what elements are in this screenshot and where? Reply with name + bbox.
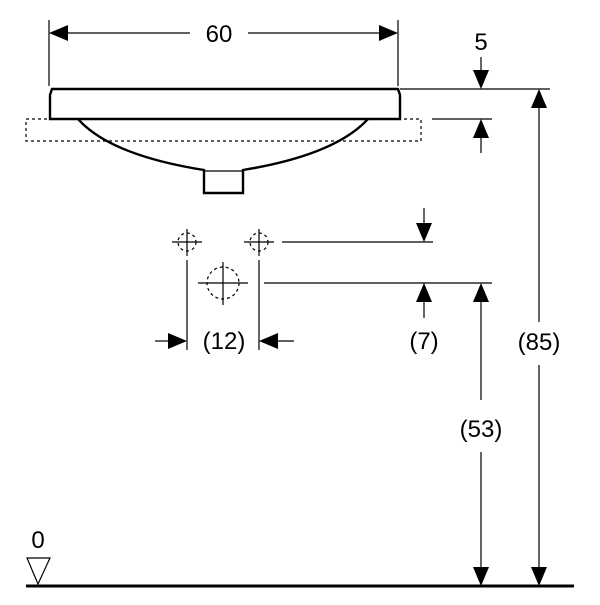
floor-level: 0 (26, 527, 574, 588)
rim-thickness-dimension: 5 (400, 29, 550, 153)
spacing-label: (12) (203, 328, 246, 355)
spacing-arrow-right (259, 333, 278, 349)
offset-arrow-up (416, 283, 432, 302)
floor-level-triangle-icon (26, 557, 51, 586)
total-height-label: (85) (518, 329, 561, 356)
tap-spacing-dimension: (12) (155, 260, 294, 355)
floor-level-label: 0 (31, 527, 44, 554)
tap-hole-right (244, 229, 274, 256)
tap-hole-left (172, 229, 202, 256)
width-label: 60 (206, 21, 233, 48)
total-height-arrow-down (531, 567, 547, 586)
tap-height-label: (53) (460, 416, 503, 443)
width-arrow-left (49, 25, 68, 41)
basin-rim (48, 87, 402, 121)
rim-arrow-up (473, 119, 489, 138)
countertop-outline (25, 118, 422, 142)
tap-height-arrow-down (473, 567, 489, 586)
basin-bowl (77, 118, 369, 195)
width-dimension: 60 (48, 20, 399, 86)
offset-label: (7) (409, 328, 438, 355)
tap-offset-dimension: (7) (264, 208, 492, 355)
rim-thickness-label: 5 (474, 29, 487, 56)
spacing-arrow-left (168, 333, 187, 349)
tap-hole-center (198, 262, 248, 305)
rim-arrow-down (473, 70, 489, 89)
total-height-dimension: (85) (518, 89, 561, 586)
offset-arrow-down (416, 223, 432, 242)
washbasin (25, 87, 422, 195)
tap-height-arrow-up (473, 283, 489, 302)
width-arrow-right (379, 25, 398, 41)
total-height-arrow-up (531, 89, 547, 108)
tap-height-dimension: (53) (460, 283, 503, 586)
